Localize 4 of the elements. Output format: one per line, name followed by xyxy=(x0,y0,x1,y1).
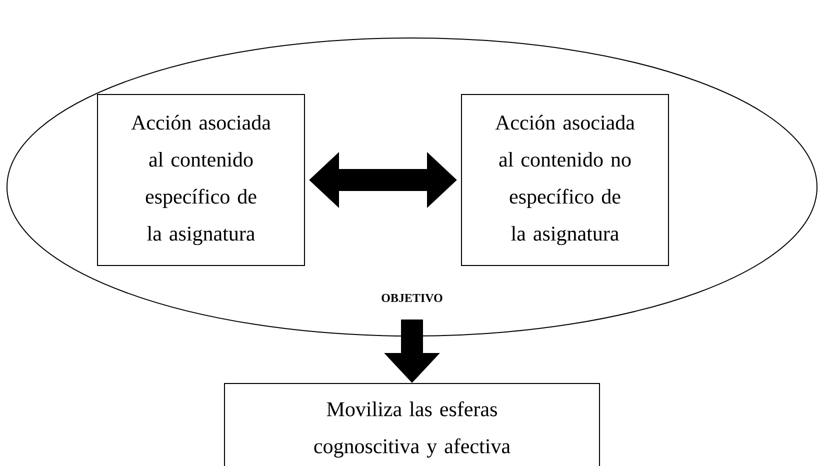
text-box: Acción asociada al contenido no específico de la asignatura xyxy=(461,94,669,266)
text-box: Acción asociada al contenido específico de la asignatura xyxy=(97,94,305,266)
text-box: Moviliza las esferas cognoscitiva y afectiva xyxy=(224,382,600,466)
objective-label: OBJETIVO xyxy=(382,294,442,302)
